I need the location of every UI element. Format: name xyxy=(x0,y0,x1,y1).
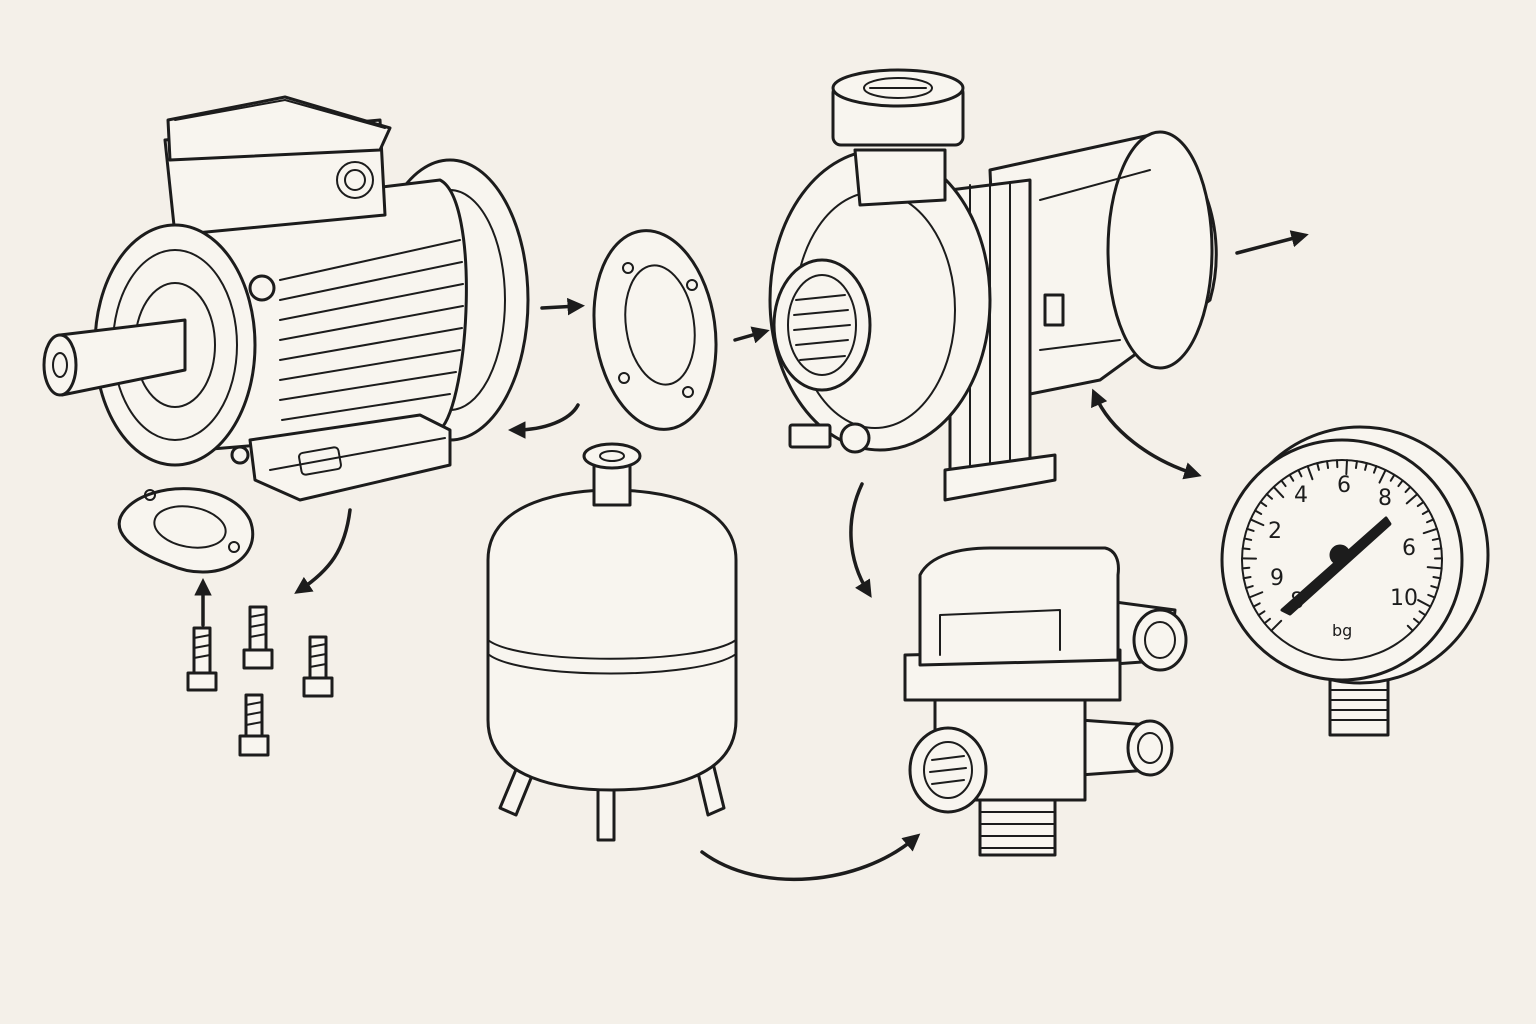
gauge-tick xyxy=(1421,509,1430,515)
gauge-number: 8 xyxy=(1378,486,1392,511)
gauge-number: 10 xyxy=(1390,586,1418,611)
arrow xyxy=(540,297,585,316)
arrow xyxy=(700,833,921,882)
gauge-tick xyxy=(1270,619,1283,632)
gauge-tick xyxy=(1431,537,1441,541)
arrow xyxy=(1091,388,1202,480)
gauge-tick xyxy=(1427,593,1436,599)
gauge-tick xyxy=(1249,518,1265,527)
electric-motor xyxy=(42,95,530,502)
gauge-tick xyxy=(1243,537,1253,541)
gauge-tick xyxy=(1426,566,1443,570)
gauge-number: 6 xyxy=(1337,473,1351,498)
gauge-tick xyxy=(1413,617,1421,625)
bolt xyxy=(238,693,270,757)
gauge-tick xyxy=(1405,493,1419,505)
arrow xyxy=(1235,230,1309,255)
gauge-tick xyxy=(1265,493,1273,500)
centrifugal-pump xyxy=(768,68,1218,502)
bolt xyxy=(242,605,274,670)
gauge-tick xyxy=(1406,624,1414,632)
gauge-tick xyxy=(1416,501,1425,508)
gauge-tick xyxy=(1422,527,1439,535)
gauge-tick xyxy=(1245,527,1255,532)
pressure-gauge: 4 6 8 2 6 9 10 8 bg xyxy=(1220,425,1490,737)
gauge-needle xyxy=(1280,516,1392,616)
gauge-tick xyxy=(1280,479,1287,488)
terminal-box xyxy=(163,95,392,237)
bolt xyxy=(186,626,218,692)
gauge-tick xyxy=(1433,547,1443,551)
gauge-tick xyxy=(1426,518,1435,524)
gauge-tick xyxy=(1297,469,1303,478)
gauge-number: 2 xyxy=(1268,519,1282,544)
gauge-tick xyxy=(1306,465,1314,481)
gauge-tick xyxy=(1397,479,1404,488)
gauge-tick xyxy=(1263,617,1271,625)
arrow xyxy=(294,508,352,594)
gauge-unit-label: bg xyxy=(1332,621,1352,640)
gauge-tick xyxy=(1372,465,1378,474)
motor-gasket xyxy=(117,487,255,574)
gauge-tick xyxy=(1254,509,1263,515)
flow-arrows xyxy=(194,230,1309,882)
gauge-tick xyxy=(1364,462,1368,471)
gauge-tick xyxy=(1248,591,1264,599)
gauge-tick xyxy=(1378,469,1387,484)
flange-plate xyxy=(592,229,718,431)
arrow xyxy=(733,326,770,344)
cooling-fins xyxy=(279,239,464,421)
bolt xyxy=(302,635,334,698)
arrow xyxy=(508,403,580,439)
gauge-tick xyxy=(1354,460,1358,470)
gauge-tick xyxy=(1242,575,1252,580)
gauge-number: 4 xyxy=(1294,483,1308,508)
gauge-tick xyxy=(1241,566,1251,570)
gauge-tick xyxy=(1430,585,1439,590)
gauge-tick xyxy=(1418,610,1427,617)
gauge-tick xyxy=(1259,501,1268,508)
gauge-tick xyxy=(1288,473,1295,482)
pressure-tank xyxy=(486,442,738,842)
gauge-tick xyxy=(1404,485,1412,494)
gauge-tick xyxy=(1417,599,1432,608)
gauge-tick xyxy=(1345,459,1349,476)
gauge-number: 6 xyxy=(1402,536,1416,561)
gauge-tick xyxy=(1432,575,1442,580)
gauge-tick xyxy=(1389,473,1396,482)
arrow xyxy=(849,482,872,598)
gauge-tick xyxy=(1241,547,1251,551)
gauge-tick xyxy=(1326,460,1330,470)
gauge-tick xyxy=(1257,610,1266,617)
gauge-tick xyxy=(1245,585,1254,590)
gauge-number: 9 xyxy=(1270,566,1284,591)
gauge-tick xyxy=(1252,602,1261,608)
gauge-tick xyxy=(1272,485,1285,499)
gauge-ticks xyxy=(1241,459,1443,632)
pressure-switch xyxy=(903,546,1188,857)
bolts xyxy=(186,605,334,757)
gauge-tick xyxy=(1316,462,1320,471)
